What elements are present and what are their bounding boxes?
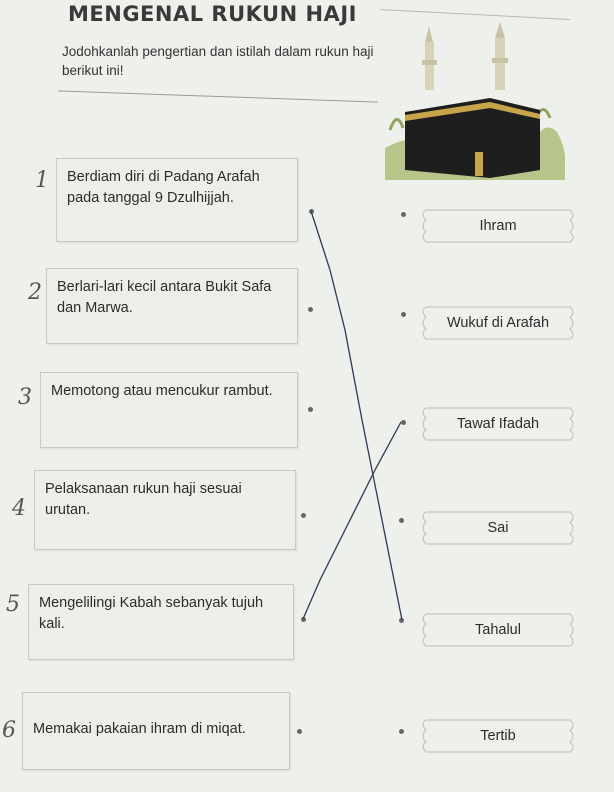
answer-label-4: Sai (487, 520, 509, 536)
question-box-6: Memakai pakaian ihram di miqat. (22, 692, 290, 770)
question-text-2: Berlari-lari kecil antara Bukit Safa dan… (57, 279, 272, 316)
answer-label-5: Tahalul (475, 622, 521, 638)
question-text-3: Memotong atau mencukur rambut. (51, 383, 273, 399)
match-dot-right-4[interactable] (399, 518, 404, 523)
answer-label-2: Wukuf di Arafah (446, 315, 550, 331)
match-dot-right-2[interactable] (401, 312, 406, 317)
answer-frame-4 (422, 511, 574, 545)
match-dot-right-5[interactable] (399, 618, 404, 623)
answer-box-2[interactable]: Wukuf di Arafah (418, 305, 578, 341)
answer-box-4[interactable]: Sai (418, 510, 578, 546)
worksheet-title: MENGENAL RUKUN HAJI (68, 2, 357, 26)
answer-box-3[interactable]: Tawaf Ifadah (418, 406, 578, 442)
match-dot-right-1[interactable] (401, 212, 406, 217)
question-box-2: Berlari-lari kecil antara Bukit Safa dan… (46, 268, 298, 344)
handwritten-number-1: 1 (35, 168, 49, 193)
question-text-5: Mengelilingi Kabah sebanyak tujuh kali. (39, 595, 264, 632)
answer-frame-1 (422, 209, 574, 243)
question-text-4: Pelaksanaan rukun haji sesuai urutan. (45, 481, 242, 518)
kaaba-illustration (385, 22, 565, 180)
minaret-right-icon (492, 22, 508, 90)
handwritten-number-3: 3 (18, 385, 32, 410)
match-line-1 (310, 210, 403, 621)
instruction-text: Jodohkanlah pengertian dan istilah dalam… (62, 44, 374, 78)
match-dot-left-4[interactable] (301, 513, 306, 518)
answer-label-1: Ihram (479, 218, 517, 234)
match-line-2 (302, 421, 402, 620)
match-dot-left-6[interactable] (297, 729, 302, 734)
question-box-1: Berdiam diri di Padang Arafah pada tangg… (56, 158, 298, 242)
handwritten-number-6: 6 (2, 718, 16, 743)
answer-box-6[interactable]: Tertib (418, 718, 578, 754)
answer-frame-6 (422, 719, 574, 753)
answer-frame-2 (422, 306, 574, 340)
answer-label-6: Tertib (480, 728, 516, 744)
question-box-5: Mengelilingi Kabah sebanyak tujuh kali. (28, 584, 294, 660)
question-text-1: Berdiam diri di Padang Arafah pada tangg… (67, 169, 260, 206)
handwritten-number-5: 5 (6, 592, 20, 617)
answer-box-1[interactable]: Ihram (418, 208, 578, 244)
question-box-3: Memotong atau mencukur rambut. (40, 372, 298, 448)
answer-label-3: Tawaf Ifadah (456, 416, 540, 432)
match-dot-left-3[interactable] (308, 407, 313, 412)
answer-frame-3 (422, 407, 574, 441)
match-dot-left-2[interactable] (308, 307, 313, 312)
match-dot-right-6[interactable] (399, 729, 404, 734)
answer-box-5[interactable]: Tahalul (418, 612, 578, 648)
match-dot-left-5[interactable] (301, 617, 306, 622)
handwritten-number-2: 2 (28, 280, 42, 305)
minaret-left-icon (422, 26, 437, 90)
kaaba-icon (405, 98, 540, 178)
question-text-6: Memakai pakaian ihram di miqat. (33, 721, 246, 737)
question-box-4: Pelaksanaan rukun haji sesuai urutan. (34, 470, 296, 550)
match-dot-right-3[interactable] (401, 420, 406, 425)
answer-frame-5 (422, 613, 574, 647)
handwritten-number-4: 4 (12, 496, 26, 521)
